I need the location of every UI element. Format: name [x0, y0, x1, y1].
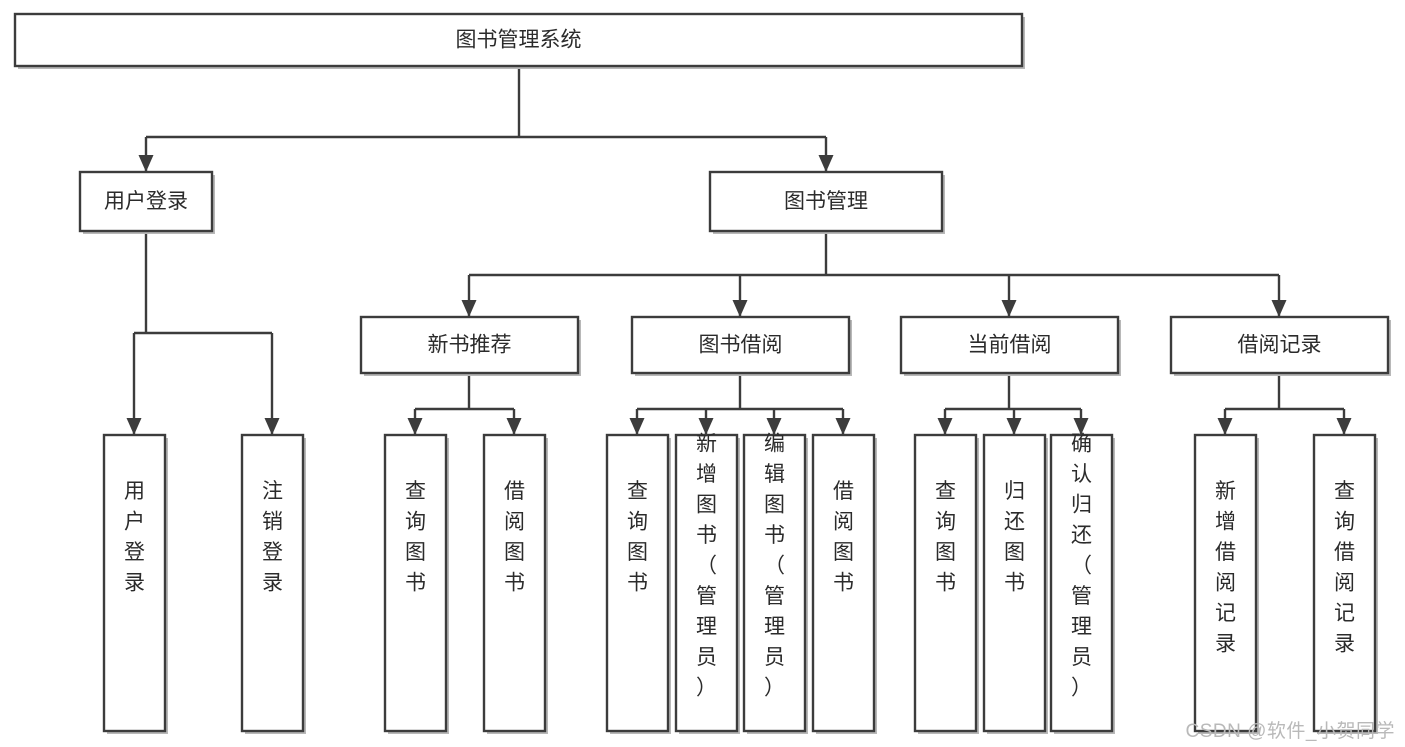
- arrow-head: [407, 418, 423, 435]
- node-rect[interactable]: [708, 170, 944, 233]
- arrow-head: [138, 155, 154, 172]
- node-book-borrow[interactable]: 图书借阅: [630, 315, 852, 376]
- node-label: 确认归还（管理员）: [1071, 433, 1092, 700]
- arrow-head: [1271, 300, 1287, 317]
- edge-group: [937, 373, 1089, 435]
- node-leaf-user-logout[interactable]: 注销登录: [240, 433, 306, 734]
- node-rect[interactable]: [742, 433, 807, 733]
- node-label: 新书推荐: [428, 334, 512, 357]
- node-leaf-user-login[interactable]: 用户登录: [102, 433, 168, 734]
- node-book-manage[interactable]: 图书管理: [708, 170, 945, 234]
- node-label: 借阅记录: [1238, 334, 1322, 357]
- node-leaf-query-book-3[interactable]: 查询图书: [913, 433, 979, 734]
- node-label: 新增借阅记录: [1215, 480, 1236, 656]
- edge-group: [407, 373, 522, 435]
- node-label: 注销登录: [262, 480, 283, 595]
- node-label: 图书管理系统: [456, 29, 582, 52]
- node-label: 查询图书: [935, 480, 956, 595]
- arrow-head: [698, 418, 714, 435]
- node-leaf-borrow-book-2[interactable]: 借阅图书: [811, 433, 877, 734]
- node-label: 当前借阅: [968, 334, 1052, 357]
- arrow-head: [937, 418, 953, 435]
- edge-group: [1217, 373, 1352, 435]
- node-leaf-edit-book[interactable]: 编辑图书（管理员）: [742, 433, 808, 735]
- node-rect[interactable]: [1169, 315, 1390, 375]
- node-leaf-query-book-2[interactable]: 查询图书: [605, 433, 671, 734]
- node-label: 编辑图书（管理员）: [764, 433, 785, 700]
- node-rect[interactable]: [359, 315, 580, 375]
- arrow-head: [461, 300, 477, 317]
- node-label: 归还图书: [1004, 480, 1025, 595]
- node-label: 查询图书: [405, 480, 426, 595]
- arrow-head: [818, 155, 834, 172]
- arrow-head: [1073, 418, 1089, 435]
- arrow-head: [126, 418, 142, 435]
- node-leaf-return-book[interactable]: 归还图书: [982, 433, 1048, 734]
- node-label: 查询图书: [627, 480, 648, 595]
- arrow-head: [835, 418, 851, 435]
- edge-group: [126, 231, 280, 435]
- arrow-head: [1006, 418, 1022, 435]
- node-rect[interactable]: [13, 12, 1024, 68]
- nodes-layer: 图书管理系统用户登录图书管理新书推荐图书借阅当前借阅借阅记录用户登录注销登录查询…: [13, 12, 1391, 735]
- node-rect[interactable]: [1049, 433, 1114, 733]
- node-rect[interactable]: [482, 433, 547, 733]
- edge-group: [461, 231, 1287, 317]
- node-leaf-add-record[interactable]: 新增借阅记录: [1193, 433, 1259, 734]
- arrow-head: [732, 300, 748, 317]
- node-label: 用户登录: [104, 190, 188, 213]
- node-rect[interactable]: [78, 170, 214, 233]
- node-label: 借阅图书: [504, 480, 525, 595]
- node-rect[interactable]: [674, 433, 739, 733]
- edge-group: [138, 66, 834, 172]
- edge-group: [629, 373, 851, 435]
- node-rect[interactable]: [1312, 433, 1377, 733]
- node-rect[interactable]: [605, 433, 670, 733]
- node-user-login[interactable]: 用户登录: [78, 170, 215, 234]
- arrow-head: [264, 418, 280, 435]
- node-label: 借阅图书: [833, 480, 854, 595]
- node-rect[interactable]: [1193, 433, 1258, 733]
- edges-layer: [126, 66, 1352, 435]
- node-rect[interactable]: [383, 433, 448, 733]
- node-label: 新增图书（管理员）: [696, 433, 717, 700]
- arrow-head: [506, 418, 522, 435]
- node-current-borrow[interactable]: 当前借阅: [899, 315, 1121, 376]
- node-rect[interactable]: [630, 315, 851, 375]
- node-leaf-query-record[interactable]: 查询借阅记录: [1312, 433, 1378, 734]
- node-leaf-borrow-book-1[interactable]: 借阅图书: [482, 433, 548, 734]
- node-rect[interactable]: [899, 315, 1120, 375]
- node-borrow-record[interactable]: 借阅记录: [1169, 315, 1391, 376]
- node-leaf-add-book[interactable]: 新增图书（管理员）: [674, 433, 740, 735]
- node-root[interactable]: 图书管理系统: [13, 12, 1025, 69]
- node-label: 图书借阅: [699, 334, 783, 357]
- node-rect[interactable]: [102, 433, 167, 733]
- node-rect[interactable]: [240, 433, 305, 733]
- node-label: 查询借阅记录: [1334, 480, 1355, 656]
- node-label: 图书管理: [784, 190, 868, 213]
- node-rect[interactable]: [811, 433, 876, 733]
- node-leaf-query-book-1[interactable]: 查询图书: [383, 433, 449, 734]
- node-rect[interactable]: [982, 433, 1047, 733]
- arrow-head: [1336, 418, 1352, 435]
- node-leaf-confirm-return[interactable]: 确认归还（管理员）: [1049, 433, 1115, 735]
- arrow-head: [1001, 300, 1017, 317]
- node-label: 用户登录: [124, 480, 145, 595]
- arrow-head: [629, 418, 645, 435]
- arrow-head: [766, 418, 782, 435]
- node-rect[interactable]: [913, 433, 978, 733]
- arrow-head: [1217, 418, 1233, 435]
- node-new-book-rec[interactable]: 新书推荐: [359, 315, 581, 376]
